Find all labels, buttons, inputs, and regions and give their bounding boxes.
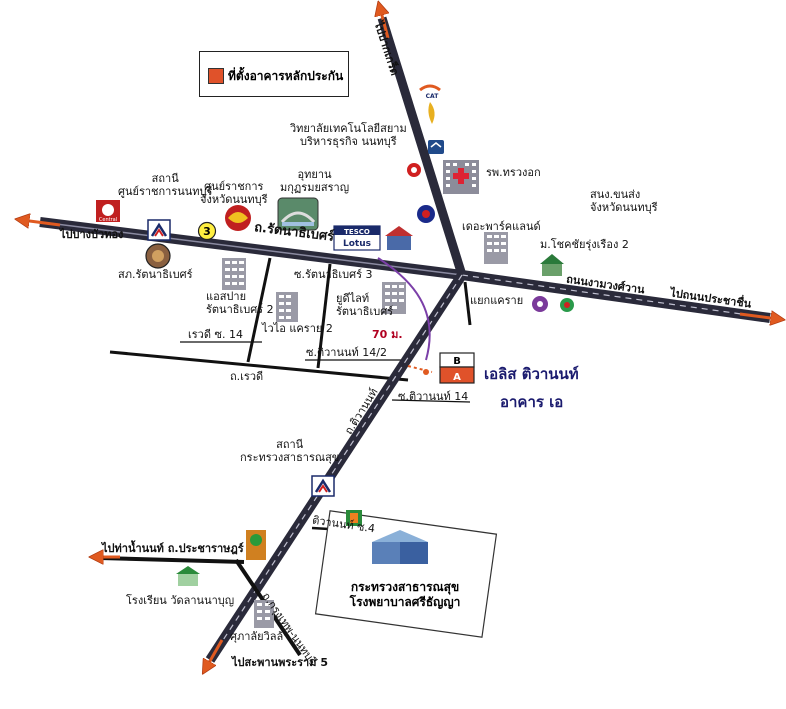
building-icon [222,258,246,290]
route-number-icon: 3 [197,221,217,241]
road-label-soi-rewadi-14: เรวดี ซ. 14 [188,328,243,341]
building-icons [222,160,508,628]
place-the-park-land: เดอะพาร์คแลนด์ [462,220,541,233]
svg-text:TESCO: TESCO [344,228,370,236]
road-label-rewadi: ถ.เรวดี [230,370,264,383]
place-chai-rung-rueng: ม.โชคชัยรุ่งเรือง 2 [540,238,629,251]
bank-icon [428,140,444,154]
svg-text:B: B [453,356,461,367]
station-icon [147,219,171,241]
big-c-icon [246,530,266,560]
route-distance: 70 ม. [372,328,403,341]
place-school: โรงเรียน วัดลานนาบุญ [126,594,235,607]
kbank-icon [560,298,574,312]
road-tiwanon [205,272,467,663]
transport-office-icon [417,205,435,223]
svg-text:Central: Central [99,217,117,223]
place-moph: กระทรวงสาธารณสุข โรงพยาบาลศรีธัญญา [349,580,461,609]
direction-south: ไปสะพานพระราม 5 [232,656,328,669]
building-icon [254,600,274,628]
place-govt-center: ศูนย์ราชการ จังหวัดนนทบุรี [200,180,268,206]
place-udee-light: ยูดีไลท์ รัตนาธิเบศร์ [336,292,394,318]
police-seal-icon [145,243,171,269]
place-transport-office: สนง.ขนส่ง จังหวัดนนทบุรี [590,188,658,214]
svg-text:3: 3 [203,225,211,238]
shop-icon [385,226,413,250]
target-building-label: อาคาร เอ [500,393,564,411]
road-label-soi-tiwanon-14: ซ.ติวานนท์ 14 [398,390,469,403]
road-label-yaek-khae-rai: แยกแคราย [470,294,524,307]
central-icon: Central [96,200,120,223]
svg-text:CAT: CAT [426,93,440,100]
svg-text:Lotus: Lotus [343,239,371,249]
main-roads [39,16,771,663]
gas-station-icon [428,102,435,124]
cat-logo-icon: CAT [419,84,441,100]
road-soi-a [246,257,272,363]
place-estapai: แอสปาย รัตนาธิเบศร์ 2 [206,290,274,316]
block-a [439,366,475,384]
moph-box [314,510,498,638]
place-it-college: วิทยาลัยเทคโนโลยีสยาม บริหารธุรกิจ นนทบุ… [290,122,407,148]
tesco-lotus-icon: TESCO Lotus [333,225,381,251]
target-building: B A [423,352,475,384]
place-wiwa-khae-rai: ไวไอ แคราย 2 [262,322,333,335]
moph-building-icon [372,530,428,564]
seven-eleven-icon [346,510,362,526]
building-icon [382,282,406,314]
svg-text:A: A [453,372,461,383]
park-icon [277,197,319,231]
route-path [377,257,431,361]
road-label-soi-tiwanon-14-2: ซ.ติวานนท์ 14/2 [306,346,387,359]
garuda-icon [225,205,251,231]
hospital-building-icon [443,160,479,194]
road-soi-b [316,263,332,369]
direction-west: ไปบางบัวทอง [60,228,124,241]
place-supalai: ศุภาลัยวิลล้า [230,630,290,643]
station-icon [311,475,335,497]
road-east-short [463,281,472,326]
minor-roads [109,257,472,561]
road-label-soi-rattanathibet-3: ซ.รัตนาธิเบศร์ 3 [294,268,373,281]
moph-area [314,510,498,638]
place-station-moph: สถานี กระทรวงสาธารณสุข [240,438,340,464]
legend-label: ที่ตั้งอาคารหลักประกัน [228,69,344,83]
school-icon [176,566,200,586]
caltex-icon [407,163,421,177]
place-park: อุทยาน มกุฏรมยสราญ [280,168,350,194]
bank-logo-icon [532,296,548,312]
road-rewadi [109,350,409,382]
road-soi-tiwanon-14 [391,399,471,403]
place-station-govt: สถานี ศูนย์ราชการนนทบุรี [118,172,213,198]
legend-swatch [208,68,224,84]
road-prachaarat [99,556,245,564]
road-north [377,16,467,277]
direction-arrows [22,8,778,668]
legend: ที่ตั้งอาคารหลักประกัน [199,51,349,97]
place-station-rattanathibet: สภ.รัตนาธิเบศร์ [118,268,193,281]
building-icon [484,232,508,264]
target-name: เอลิส ติวานนท์ [484,365,579,383]
village-house-icon [540,254,564,276]
building-icon [276,292,298,322]
direction-southwest: ไปท่าน้ำนนท์ ถ.ประชาราษฎร์ [102,542,244,555]
place-ratchapruek-hosp: รพ.ทรวงอก [486,166,541,179]
